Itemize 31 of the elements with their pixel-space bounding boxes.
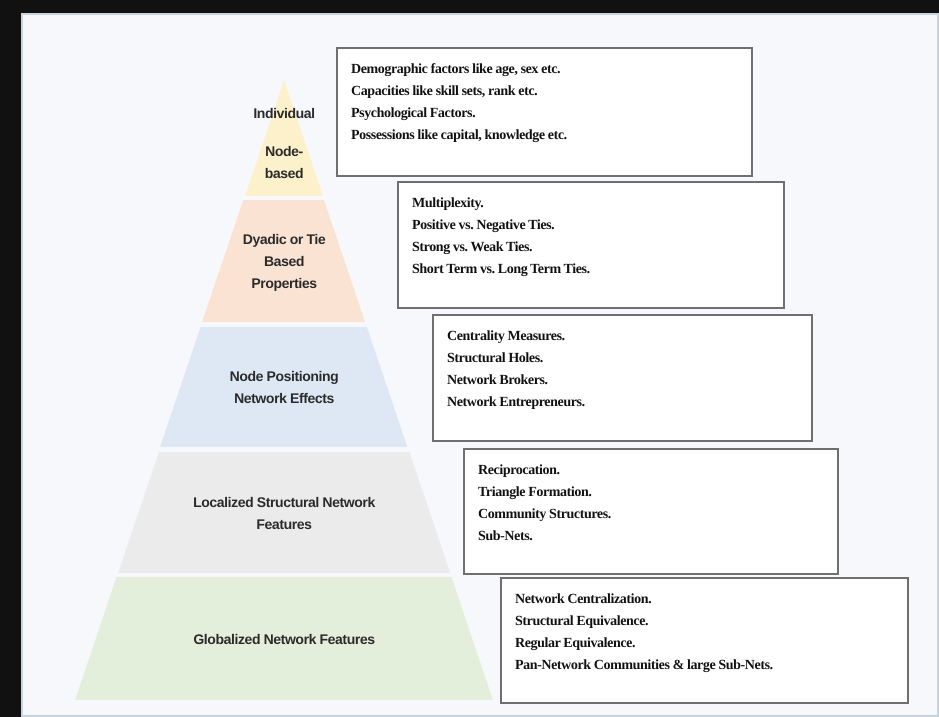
level-label: Individual: [253, 104, 315, 123]
list-item: Reciprocation.: [478, 462, 560, 480]
level-label: Dyadic or Tie Based Properties: [242, 230, 326, 293]
list-item: Sub-Nets.: [478, 528, 532, 546]
list-item: Network Brokers.: [447, 372, 548, 390]
text-box: [463, 448, 839, 575]
level-label: Node-based: [264, 142, 304, 183]
level-label: Globalized Network Features: [193, 630, 375, 648]
list-item: Network Entrepreneurs.: [447, 394, 585, 412]
level-label: Node Positioning Network Effects: [228, 367, 340, 408]
list-item: Positive vs. Negative Ties.: [412, 217, 554, 235]
list-item: Community Structures.: [478, 506, 611, 524]
text-box: [397, 181, 785, 309]
list-item: Pan-Network Communities & large Sub-Nets.: [515, 657, 773, 675]
list-item: Network Centralization.: [515, 591, 652, 609]
list-item: Possessions like capital, knowledge etc.: [351, 127, 567, 145]
list-item: Multiplexity.: [412, 195, 484, 213]
text-box: [432, 314, 813, 442]
level-label: Localized Structural Network Features: [192, 492, 376, 534]
text-box: [336, 47, 753, 177]
list-item: Short Term vs. Long Term Ties.: [412, 261, 590, 279]
list-item: Strong vs. Weak Ties.: [412, 239, 532, 257]
list-item: Structural Equivalence.: [515, 613, 648, 631]
list-item: Capacities like skill sets, rank etc.: [351, 83, 538, 101]
list-item: Triangle Formation.: [478, 484, 592, 502]
list-item: Psychological Factors.: [351, 105, 476, 123]
list-item: Regular Equivalence.: [515, 635, 636, 653]
list-item: Structural Holes.: [447, 350, 543, 368]
list-item: Centrality Measures.: [447, 328, 565, 346]
text-box: [500, 577, 909, 704]
list-item: Demographic factors like age, sex etc.: [351, 61, 560, 79]
